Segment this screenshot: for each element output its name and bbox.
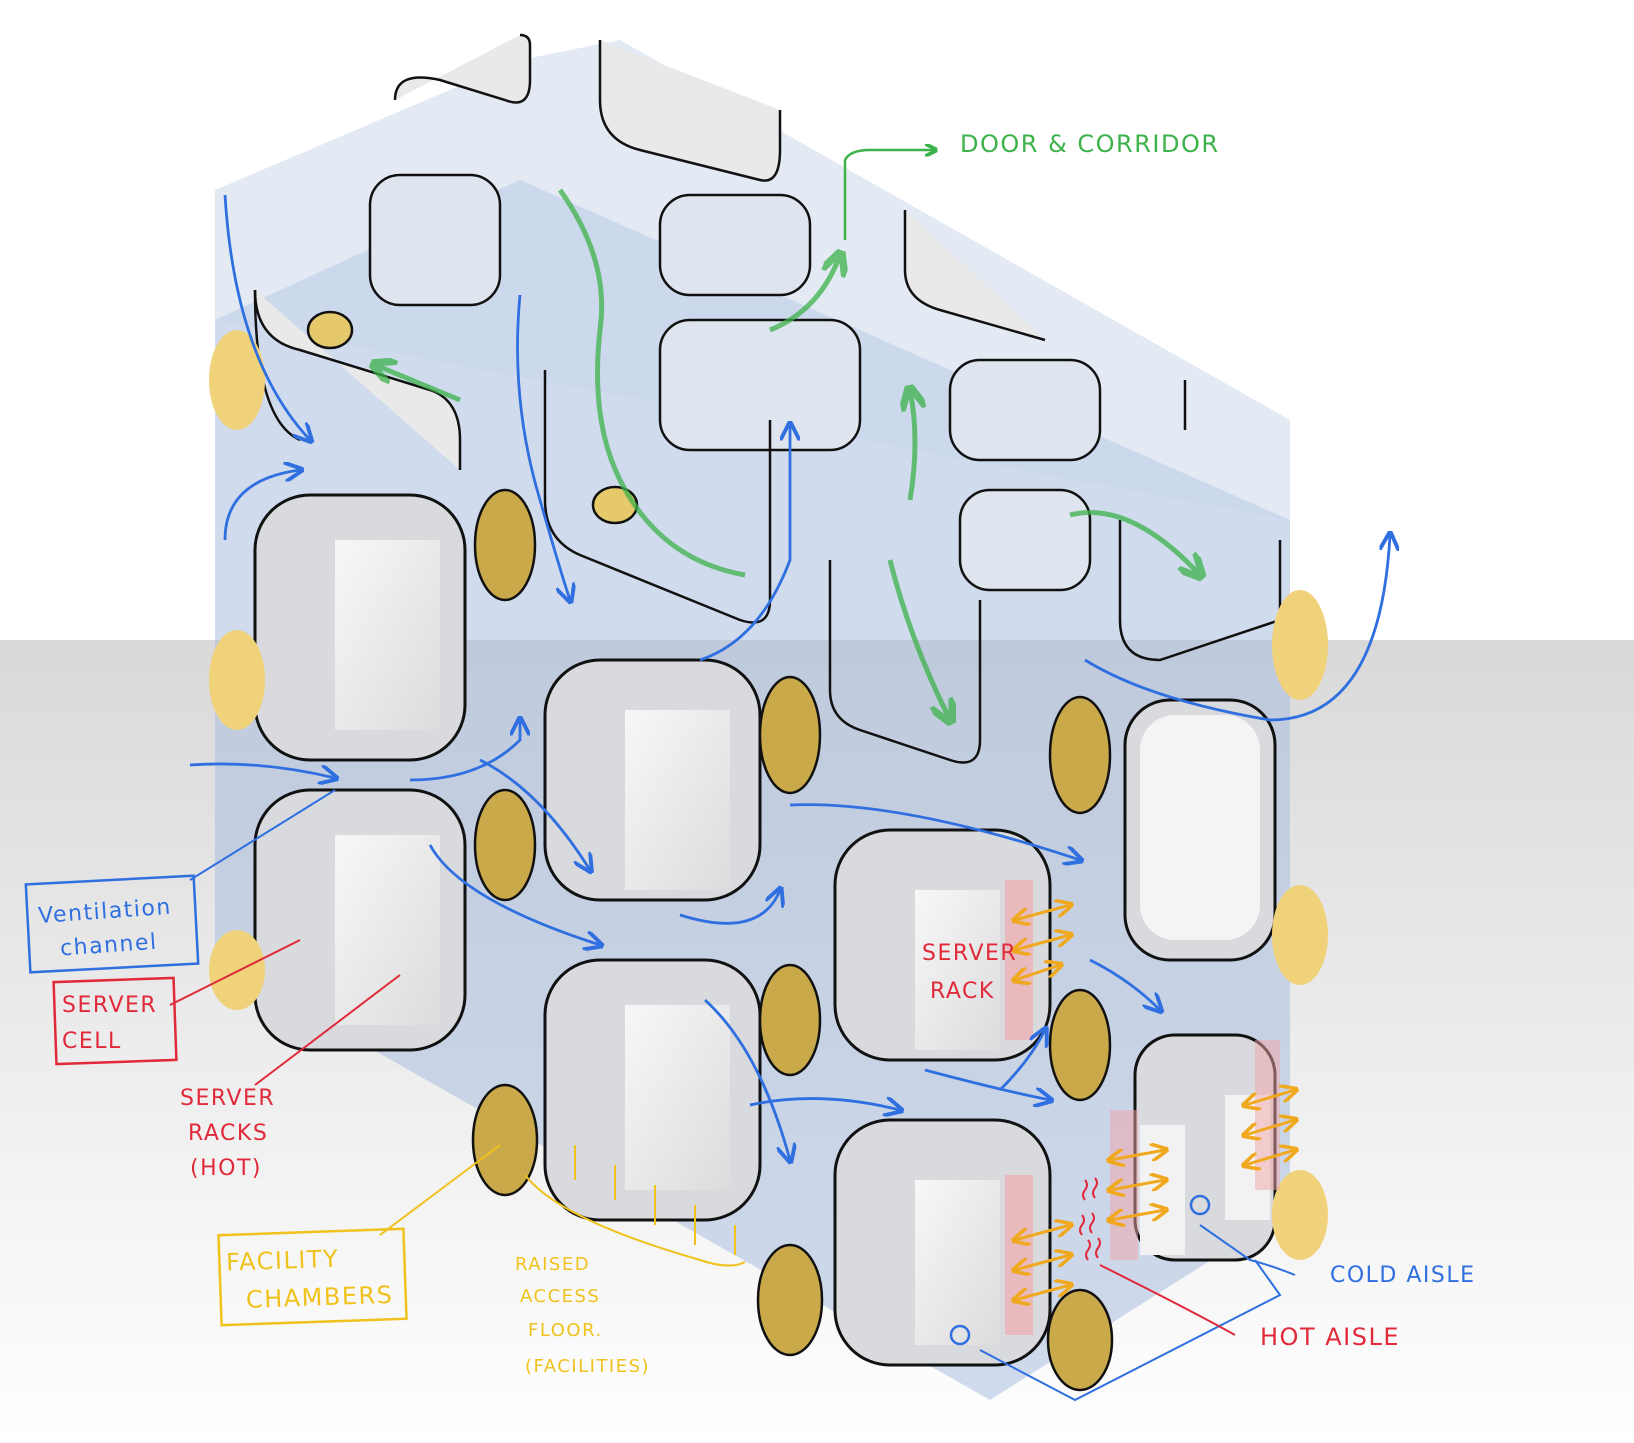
- server-racks-label-line1: SERVER: [180, 1086, 275, 1111]
- server-racks-leader: [254, 974, 401, 1086]
- raised-floor-hatching: [574, 1145, 736, 1255]
- raised-floor-label-line3: FLOOR.: [528, 1320, 603, 1341]
- cold-aisle-leader: [1199, 1224, 1296, 1276]
- airflow-arrow-icon: [189, 194, 1390, 1160]
- circulation-arrow-icon: [375, 188, 1200, 720]
- cold-aisle-marker-2: [949, 1324, 971, 1346]
- facility-label-box: [217, 1227, 408, 1327]
- door-corridor-label: DOOR & CORRIDOR: [960, 130, 1220, 158]
- hot-aisle-leader: [1099, 1264, 1236, 1336]
- raised-floor-label-line1: RAISED: [515, 1254, 590, 1275]
- server-racks-label-line2: RACKS: [188, 1121, 268, 1146]
- server-cell-leader: [169, 939, 301, 1006]
- raised-floor-label-line4: (FACILITIES): [525, 1356, 650, 1377]
- cold-aisle-label: COLD AISLE: [1330, 1263, 1476, 1288]
- facility-label-line1: FACILITY: [226, 1245, 340, 1277]
- server-cell-label-box: [52, 976, 178, 1066]
- heat-exchange-arrows: [1015, 905, 1295, 1300]
- ventilation-leader: [189, 789, 336, 881]
- heat-wave-icon: [1079, 1177, 1101, 1261]
- server-rack-label-line1: SERVER: [922, 941, 1017, 966]
- ventilation-label-box: [24, 874, 200, 974]
- hot-aisle-label: HOT AISLE: [1260, 1323, 1400, 1351]
- server-rack-label-line2: RACK: [930, 979, 995, 1004]
- server-cell-label-line2: CELL: [62, 1029, 122, 1054]
- raised-floor-leader: [524, 1174, 746, 1267]
- server-cell-label-line1: SERVER: [62, 993, 157, 1018]
- facility-leader: [379, 1144, 501, 1236]
- facility-label-line2: CHAMBERS: [245, 1281, 393, 1314]
- server-racks-label-line3: (HOT): [190, 1156, 262, 1181]
- cold-aisle-marker: [1189, 1194, 1211, 1216]
- door-corridor-leader: [843, 150, 935, 240]
- raised-floor-label-line2: ACCESS: [520, 1286, 600, 1307]
